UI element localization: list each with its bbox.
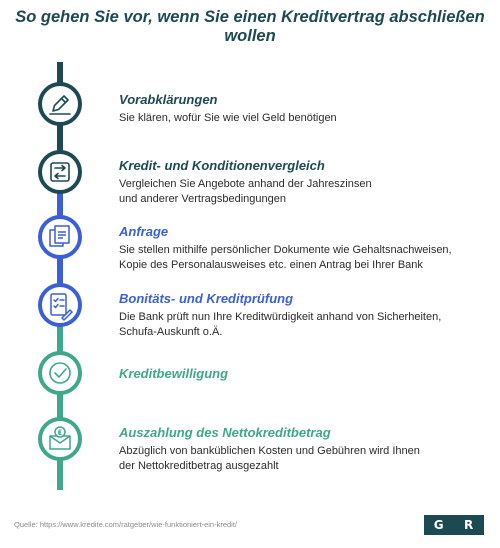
step-description-line: Sie klären, wofür Sie wie viel Geld benö… xyxy=(119,112,337,124)
step-bonitaetspruefung: Bonitäts- und Kreditprüfung Die Bank prü… xyxy=(119,291,494,340)
step-title: Kreditbewilligung xyxy=(119,366,229,381)
compare-arrows-icon xyxy=(38,150,82,194)
step-title: Anfrage xyxy=(119,224,169,239)
checklist-icon xyxy=(38,283,82,327)
page-title: So gehen Sie vor, wenn Sie einen Kreditv… xyxy=(15,8,485,45)
logo-letter: R xyxy=(464,518,475,532)
step-title: Bonitäts- und Kreditprüfung xyxy=(119,291,294,306)
money-envelope-icon xyxy=(38,417,82,461)
timeline xyxy=(38,62,82,490)
step-description-line: Abzüglich von banküblichen Kosten und Ge… xyxy=(119,445,420,457)
step-vorabklaerungen: Vorabklärungen Sie klären, wofür Sie wie… xyxy=(119,92,494,126)
step-auszahlung: Auszahlung des Nettokreditbetrag Abzügli… xyxy=(119,425,494,474)
documents-icon xyxy=(38,215,82,259)
step-title: Kredit- und Konditionenvergleich xyxy=(119,158,325,173)
brand-logo: G R xyxy=(424,515,484,535)
step-description-line: Die Bank prüft nun Ihre Kreditwürdigkeit… xyxy=(119,311,442,323)
step-title: Vorabklärungen xyxy=(119,92,218,107)
step-anfrage: Anfrage Sie stellen mithilfe persönliche… xyxy=(119,224,494,273)
step-description-line: und anderer Vertragsbedingungen xyxy=(119,193,286,205)
step-konditionenvergleich: Kredit- und Konditionenvergleich Verglei… xyxy=(119,158,494,207)
step-description-line: der Nettokreditbetrag ausgezahlt xyxy=(119,460,279,472)
step-description-line: Schufa-Auskunft o.Ä. xyxy=(119,326,223,338)
checkmark-icon xyxy=(38,351,82,395)
step-title: Auszahlung des Nettokreditbetrag xyxy=(119,425,331,440)
step-description-line: Kopie des Personalausweises etc. einen A… xyxy=(119,259,423,271)
step-kreditbewilligung: Kreditbewilligung xyxy=(119,366,494,385)
step-description-line: Sie stellen mithilfe persönlicher Dokume… xyxy=(119,244,452,256)
step-description-line: Vergleichen Sie Angebote anhand der Jahr… xyxy=(119,178,372,190)
pencil-icon xyxy=(38,82,82,126)
logo-letter: G xyxy=(433,518,445,532)
source-note: Quelle: https://www.kredite.com/ratgeber… xyxy=(14,520,238,529)
